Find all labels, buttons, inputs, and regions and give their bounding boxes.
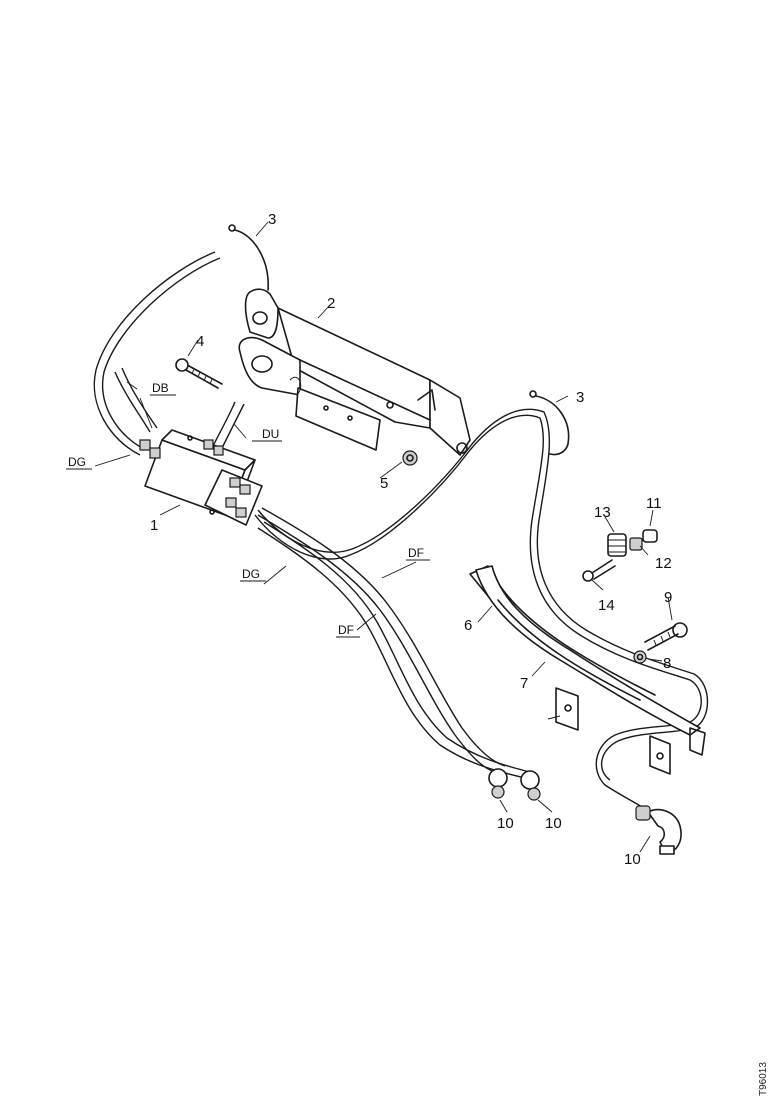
callout-3-upper: 3 (268, 211, 276, 228)
fitting-part-10-left (488, 768, 508, 799)
callout-5: 5 (380, 475, 388, 492)
callout-4: 4 (196, 333, 204, 350)
callout-8: 8 (663, 655, 671, 672)
rail-part-7 (499, 585, 656, 720)
leader-lines (94, 221, 673, 853)
code-df-left: DF (338, 623, 354, 637)
code-du: DU (262, 427, 279, 441)
fitting-part-11 (642, 529, 658, 543)
code-df-right: DF (408, 546, 424, 560)
connection-code-labels: DB DG DU DG DF DF (66, 381, 430, 638)
bracket-part-2 (238, 288, 471, 456)
code-db: DB (152, 381, 169, 395)
callout-10-left: 10 (497, 815, 514, 832)
callout-13: 13 (594, 504, 611, 521)
fitting-part-12 (629, 537, 643, 551)
callout-3-right: 3 (576, 389, 584, 406)
callout-2: 2 (327, 295, 335, 312)
bolt-part-9 (644, 622, 688, 651)
code-dg-bottom: DG (242, 567, 260, 581)
code-dg-left: DG (68, 455, 86, 469)
callout-labels: 1 2 3 3 4 5 6 7 8 9 10 10 10 11 12 13 14 (150, 211, 672, 868)
nut-part-8 (633, 650, 647, 664)
callout-7: 7 (520, 675, 528, 692)
callout-12: 12 (655, 555, 672, 572)
fitting-part-10-middle (520, 770, 541, 801)
rail-part-6 (469, 565, 706, 775)
clip-part-3-right (529, 390, 570, 456)
drawing-reference: T96013 (758, 1062, 769, 1096)
callout-6: 6 (464, 617, 472, 634)
callout-9: 9 (664, 589, 672, 606)
clip-part-3-upper (228, 224, 269, 291)
fitting-part-10-right (635, 805, 682, 855)
fitting-part-13 (607, 533, 627, 557)
screw-part-14 (582, 559, 616, 582)
callout-11: 11 (646, 495, 662, 512)
hose-lines (93, 251, 709, 813)
valve-block-part-1 (139, 429, 263, 526)
callout-10-middle: 10 (545, 815, 562, 832)
callout-14: 14 (598, 597, 615, 614)
screw-part-4 (175, 358, 223, 389)
callout-1: 1 (150, 517, 158, 534)
nut-part-5 (402, 450, 418, 466)
callout-10-right: 10 (624, 851, 641, 868)
